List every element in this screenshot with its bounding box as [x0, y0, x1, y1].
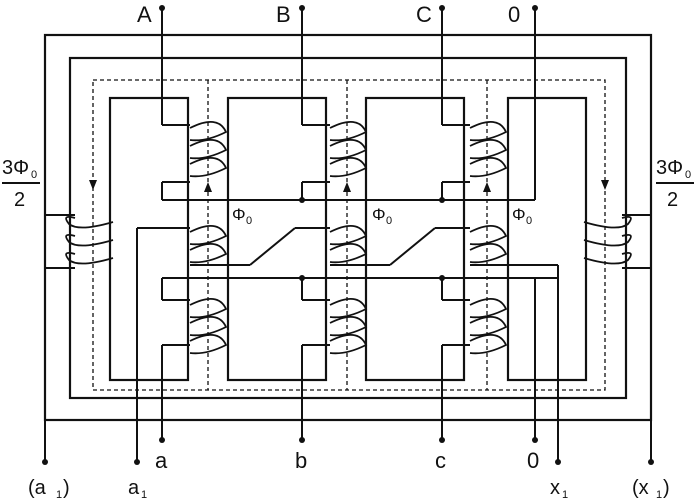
coil-right-side	[583, 215, 632, 265]
arrow-up-1	[204, 182, 212, 192]
flux-arrows	[89, 180, 609, 192]
label-0-top: 0	[508, 2, 520, 27]
right-sub: 0	[685, 169, 691, 181]
flux2-sub: 0	[386, 215, 392, 227]
flux1-sub: 0	[246, 215, 252, 227]
flux-label-3: Φ 0	[512, 205, 532, 227]
coil-C-primary	[469, 121, 508, 178]
a1-text: a	[128, 477, 140, 499]
flux3-sym: Φ	[512, 205, 526, 224]
x1-outer-close: )	[663, 477, 670, 499]
arrow-up-2	[343, 182, 351, 192]
magnetic-core	[43, 33, 653, 422]
core-window-3	[364, 96, 466, 382]
x1-sub: 1	[562, 489, 568, 501]
terminal-dot-B	[299, 5, 305, 11]
arrow-down-right	[601, 180, 609, 190]
a1-sub: 1	[141, 489, 147, 501]
terminal-dot-0	[532, 5, 538, 11]
a1-outer-close: )	[63, 477, 70, 499]
coil-C-mid	[469, 225, 508, 264]
left-sub: 0	[31, 169, 37, 181]
label-B: B	[276, 2, 291, 27]
zig-1c	[249, 227, 296, 266]
junction-c-bot	[439, 275, 445, 281]
coil-A-lower	[189, 298, 228, 355]
a1-outer-text: (a	[28, 477, 47, 499]
coil-B-lower	[329, 298, 368, 355]
coils	[65, 121, 632, 355]
core-window-1	[108, 96, 190, 382]
terminal-dot-C	[439, 5, 445, 11]
side-flux-right: 3Φ 0 2	[656, 157, 694, 211]
junction-b-bot	[299, 275, 305, 281]
x1-outer-text: (x	[632, 477, 649, 499]
x1-text: x	[550, 477, 560, 499]
label-0-bottom: 0	[527, 448, 539, 473]
wiring	[44, 8, 652, 462]
label-c: c	[435, 448, 446, 473]
label-x1: x 1	[550, 477, 568, 501]
terminal-dot-0b	[532, 437, 538, 443]
flux-path	[92, 79, 606, 391]
flux-label-1: Φ 0	[232, 205, 252, 227]
terminal-dot-b	[299, 437, 305, 443]
coil-A-primary	[189, 121, 228, 178]
right-num: 3Φ	[656, 157, 683, 179]
coil-C-lower	[469, 298, 508, 355]
core-window-4	[506, 96, 588, 382]
core-outer-frame	[43, 33, 653, 422]
junction-c-top	[439, 197, 445, 203]
coil-B-mid	[329, 225, 368, 264]
flux-label-2: Φ 0	[372, 205, 392, 227]
x1-outer-sub: 1	[656, 489, 662, 501]
flux-loop	[92, 79, 606, 391]
arrow-down-left	[89, 180, 97, 190]
flux3-sub: 0	[526, 215, 532, 227]
terminal-dot-c	[439, 437, 445, 443]
label-x1-outer: (x 1 )	[632, 477, 670, 501]
left-num: 3Φ	[2, 157, 29, 179]
core-window-2	[226, 96, 328, 382]
label-a1-outer: (a 1 )	[28, 477, 70, 501]
junction-b-top	[299, 197, 305, 203]
terminal-dot-x1	[555, 459, 561, 465]
flux2-sym: Φ	[372, 205, 386, 224]
left-den: 2	[14, 189, 25, 211]
terminal-dot-A	[159, 5, 165, 11]
a1-outer-sub: 1	[56, 489, 62, 501]
label-a1: a 1	[128, 477, 147, 501]
coil-left-side	[65, 215, 114, 265]
arrow-up-3	[483, 182, 491, 192]
label-C: C	[416, 2, 432, 27]
side-flux-left: 3Φ 0 2	[2, 157, 40, 211]
terminal-dot-a	[159, 437, 165, 443]
junction-dots	[42, 5, 654, 465]
zig-2c	[389, 227, 436, 266]
coil-A-mid	[189, 225, 228, 264]
label-b: b	[295, 448, 307, 473]
terminal-dot-a1-outer	[42, 459, 48, 465]
terminal-dot-x1-outer	[648, 459, 654, 465]
flux1-sym: Φ	[232, 205, 246, 224]
right-den: 2	[667, 189, 678, 211]
label-A: A	[137, 2, 152, 27]
terminal-dot-a1	[134, 459, 140, 465]
label-a: a	[155, 448, 168, 473]
core-inner-frame	[68, 56, 628, 400]
coil-B-primary	[329, 121, 368, 178]
